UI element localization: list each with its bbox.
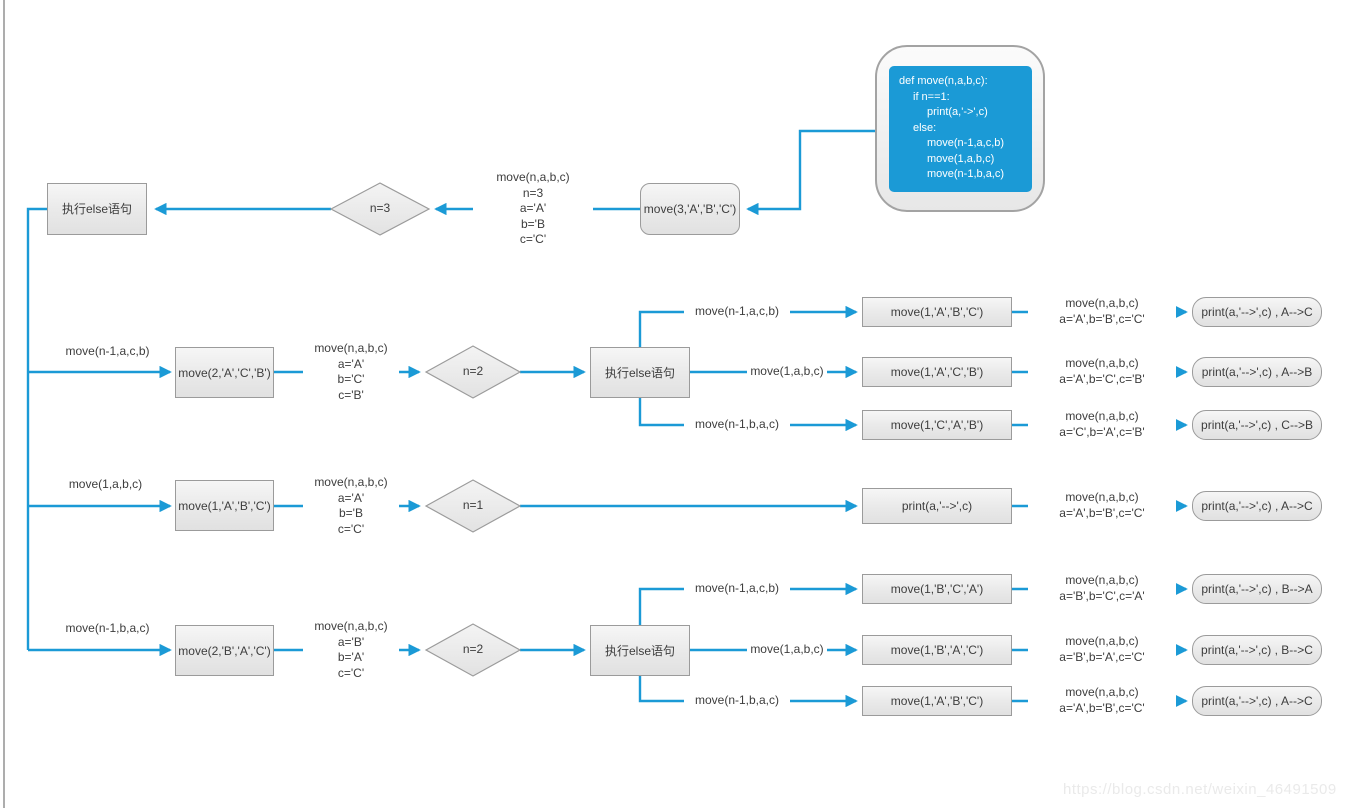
edge-label-g1-b3: move(n-1,b,a,c) [684,417,790,433]
state-label-g1-b1: move(n,a,b,c) a='A',b='B',c='C' [1028,296,1176,327]
call-box-g1-b2: move(1,'A','C','B') [862,357,1012,387]
diamond-g2-n1 [424,479,522,533]
diamond-label-g3-n2: n=2 [462,642,484,656]
code-line: def move(n,a,b,c): [899,75,988,87]
diamond-g1-n2 [424,345,522,399]
state-label-g2: move(n,a,b,c) a='A' b='B c='C' [303,475,399,537]
call-box-g3: move(2,'B','A','C') [175,625,274,676]
diamond-label-n3: n=3 [369,201,391,215]
edge-label-g3-b2: move(1,a,b,c) [747,642,827,658]
state-label-g3-b1: move(n,a,b,c) a='B',b='C',c='A' [1028,573,1176,604]
watermark: https://blog.csdn.net/weixin_46491509 [1063,781,1337,798]
call-box-g3-b3: move(1,'A','B','C') [862,686,1012,716]
result-oval-g3-b2: print(a,'-->',c) , B-->C [1192,635,1322,665]
connector-else-spine [26,207,47,650]
diamond-g3-n2 [424,623,522,677]
code-line: else: [913,121,937,134]
edge-label-g3-in: move(n-1,b,a,c) [65,621,150,635]
state-label-g3-b2: move(n,a,b,c) a='B',b='A',c='C' [1028,634,1176,665]
call-box-g1-b3: move(1,'C','A','B') [862,410,1012,440]
result-oval-g2: print(a,'-->',c) , A-->C [1192,491,1322,521]
page-left-edge [3,0,5,808]
result-oval-g1-b1: print(a,'-->',c) , A-->C [1192,297,1322,327]
code-line: move(n-1,a,c,b) [927,137,1005,149]
call-box-g1: move(2,'A','C','B') [175,347,274,398]
state-label-g1-b2: move(n,a,b,c) a='A',b='C',c='B' [1028,356,1176,387]
edge-label-g3-b3: move(n-1,b,a,c) [684,693,790,709]
code-line: if n==1: [913,90,950,103]
state-label-g1-b3: move(n,a,b,c) a='C',b='A',c='B' [1028,409,1176,440]
state-label-g2-out: move(n,a,b,c) a='A',b='B',c='C' [1028,490,1176,521]
result-oval-g3-b3: print(a,'-->',c) , A-->C [1192,686,1322,716]
result-oval-g1-b3: print(a,'-->',c) , C-->B [1192,410,1322,440]
exec-else-box-g3: 执行else语句 [590,625,690,676]
call-box-g3-b1: move(1,'B','C','A') [862,574,1012,604]
state-label-g3-b3: move(n,a,b,c) a='A',b='B',c='C' [1028,685,1176,716]
result-oval-g1-b2: print(a,'-->',c) , A-->B [1192,357,1322,387]
connector-code-to-call3 [746,129,875,216]
edge-label-g1-b2: move(1,a,b,c) [747,364,827,380]
exec-else-box-g1: 执行else语句 [590,347,690,398]
state-label-g3: move(n,a,b,c) a='B' b='A' c='C' [303,619,399,681]
edge-label-g1-b1: move(n-1,a,c,b) [684,304,790,320]
code-line: print(a,'->',c) [927,106,988,118]
code-line: move(n-1,b,a,c) [927,168,1005,180]
edge-label-g3-b1: move(n-1,a,c,b) [684,581,790,597]
call-box-g3-b2: move(1,'B','A','C') [862,635,1012,665]
edge-label-g1-in: move(n-1,a,c,b) [65,344,150,358]
print-box-g2: print(a,'-->',c) [862,488,1012,524]
call-box-move3: move(3,'A','B','C') [640,183,740,235]
call-box-g1-b1: move(1,'A','B','C') [862,297,1012,327]
result-oval-g3-b1: print(a,'-->',c) , B-->A [1192,574,1322,604]
diamond-n3 [329,182,431,236]
code-block: def move(n,a,b,c): if n==1: print(a,'->'… [889,66,1032,192]
state-label-g1: move(n,a,b,c) a='A' b='C' c='B' [303,341,399,403]
diamond-label-g2-n1: n=1 [462,498,484,512]
code-line: move(1,a,b,c) [927,152,995,165]
diamond-label-g1-n2: n=2 [462,364,484,378]
state-label-main: move(n,a,b,c) n=3 a='A' b='B c='C' [473,170,593,248]
call-box-g2: move(1,'A','B','C') [175,480,274,531]
exec-else-box-main: 执行else语句 [47,183,147,235]
edge-label-g2-in: move(1,a,b,c) [68,477,143,491]
